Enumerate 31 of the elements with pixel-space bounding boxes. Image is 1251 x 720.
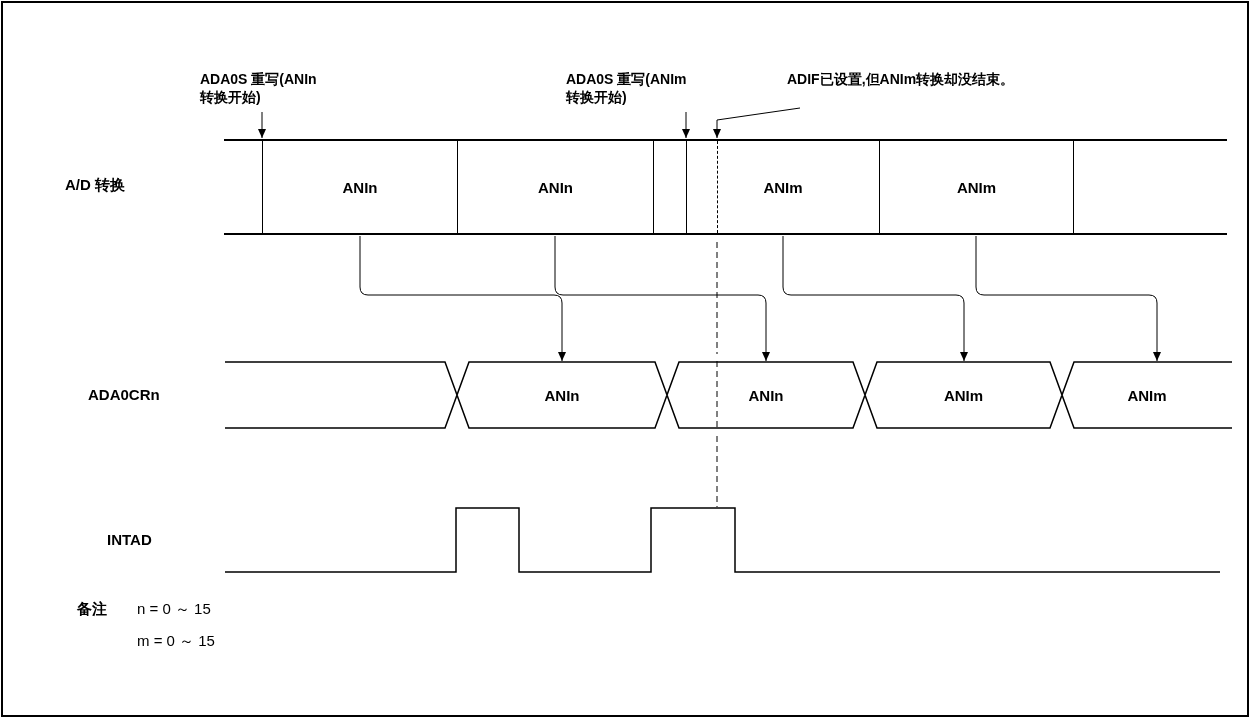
segment-label: ANIn [748, 386, 784, 404]
callout-text: ADIF已设置,但ANIm转换却没结束。 [787, 70, 1017, 88]
segment-label: ANIn [544, 386, 580, 404]
idle-segment [653, 139, 686, 235]
arrow [359, 235, 566, 362]
arrow [975, 235, 1161, 362]
note-text: n = 0 ～ 15 [137, 600, 211, 619]
bus-value-segment [865, 361, 1062, 429]
arrow [782, 235, 968, 362]
callout-text: ADA0S 重写(ANIn 转换开始) [200, 70, 330, 106]
bus-value-segment [667, 361, 865, 429]
bus-value-segment [1062, 361, 1232, 429]
conversion-segment: ANIn [457, 139, 654, 235]
callout-text: ADA0S 重写(ANIm 转换开始) [566, 70, 696, 106]
segment-label: ANIm [943, 386, 984, 404]
bus-value-segment [457, 361, 667, 429]
signal-name: A/D 转换 [65, 176, 125, 195]
segment-label: ANIm [1127, 386, 1167, 404]
conversion-segment: ANIn [262, 139, 458, 235]
note-text: m = 0 ～ 15 [137, 632, 215, 651]
idle-segment [1073, 139, 1227, 235]
idle-segment [224, 139, 262, 235]
arrow [258, 111, 266, 139]
conversion-segment: ANIm [686, 139, 880, 235]
arrow [682, 111, 690, 139]
signal-name: INTAD [107, 531, 152, 548]
signal-name: ADA0CRn [88, 386, 160, 403]
conversion-segment: ANIm [879, 139, 1074, 235]
note-heading: 备注 [77, 600, 107, 619]
arrow [713, 107, 801, 139]
arrow [554, 235, 770, 362]
